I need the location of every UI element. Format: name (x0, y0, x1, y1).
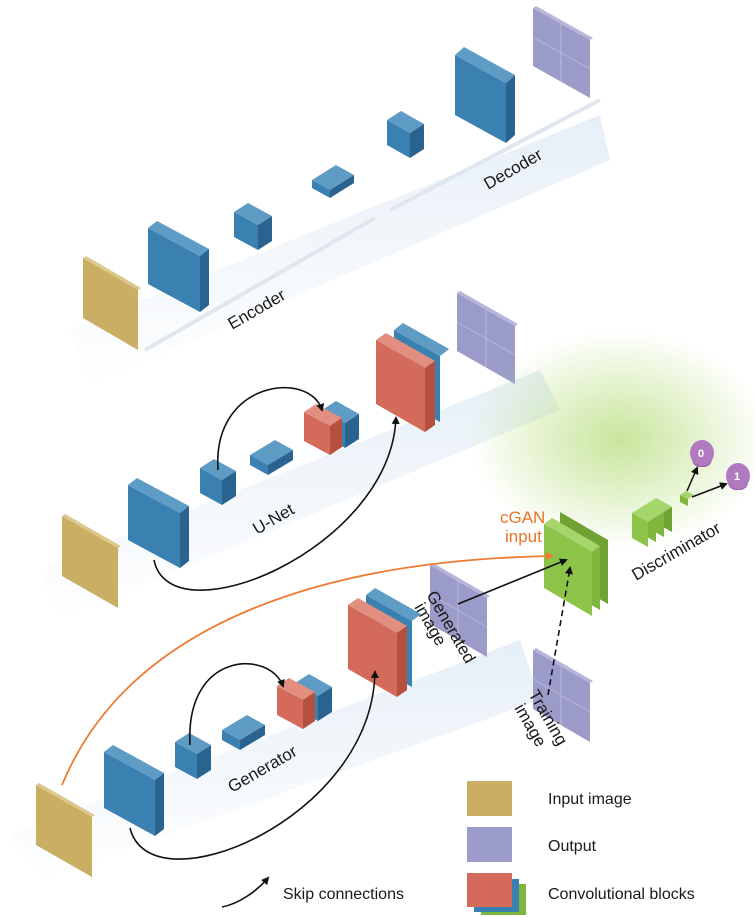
svg-text:0: 0 (698, 448, 704, 460)
discriminator-output-arrow (686, 466, 699, 492)
output-block (532, 6, 593, 98)
legend-skip-arrow-icon (221, 876, 270, 908)
conv-block (250, 440, 293, 475)
skip-connection-arrow (217, 386, 325, 471)
conv-block (175, 733, 211, 779)
skip-connection-arrow (189, 663, 285, 746)
conv-block-stack (304, 401, 359, 455)
cgan-diagram: 0 1 Generator Generated image Training i… (10, 330, 755, 880)
generated-image-block (429, 563, 490, 657)
legend-output-label: Output (548, 838, 597, 855)
cgan-input-label-line2: input (505, 527, 542, 546)
input-image-block (62, 514, 121, 608)
conv-block-stack (376, 323, 449, 432)
legend-input-image-label: Input image (548, 791, 632, 808)
svg-text:1: 1 (734, 471, 740, 483)
conv-block (455, 47, 515, 143)
unet-diagram: U-Net (40, 291, 560, 620)
conv-block (387, 111, 424, 158)
legend-output-swatch (467, 827, 512, 862)
conv-block (148, 221, 209, 312)
discriminator-input-stack (544, 512, 608, 616)
legend-conv-blocks-label: Convolutional blocks (548, 886, 695, 903)
legend: Input image Output Convolutional blocks … (221, 781, 695, 915)
output-block (456, 291, 518, 384)
skip-connection-arrow (153, 416, 400, 591)
legend-skip-connections-label: Skip connections (283, 886, 404, 903)
output-node-zero: 0 (690, 440, 714, 467)
cgan-input-label-line1: cGAN (500, 508, 545, 527)
encoder-decoder-diagram: Encoder Decoder (70, 6, 610, 385)
discriminator-output-arrow (691, 482, 728, 498)
input-image-block (36, 783, 95, 877)
conv-block (128, 478, 189, 568)
legend-input-image-swatch (467, 781, 512, 816)
conv-block (312, 165, 354, 198)
decoder-baseline (389, 98, 601, 212)
generated-to-discriminator-arrow (457, 558, 568, 605)
conv-block (234, 203, 272, 250)
training-to-discriminator-arrow (547, 566, 573, 696)
output-node-one: 1 (726, 463, 750, 490)
conv-block (104, 745, 164, 836)
conv-block-stack (277, 674, 332, 729)
input-image-block (83, 256, 141, 350)
encoder-baseline (144, 216, 376, 352)
legend-conv-blocks-swatch (467, 873, 526, 915)
training-image-block (532, 648, 593, 742)
conv-block-stack (348, 588, 421, 697)
cgan-input-arrow (61, 552, 554, 786)
skip-connection-arrow (129, 670, 379, 860)
conv-block (222, 715, 265, 750)
discriminator-blocks (632, 491, 694, 547)
